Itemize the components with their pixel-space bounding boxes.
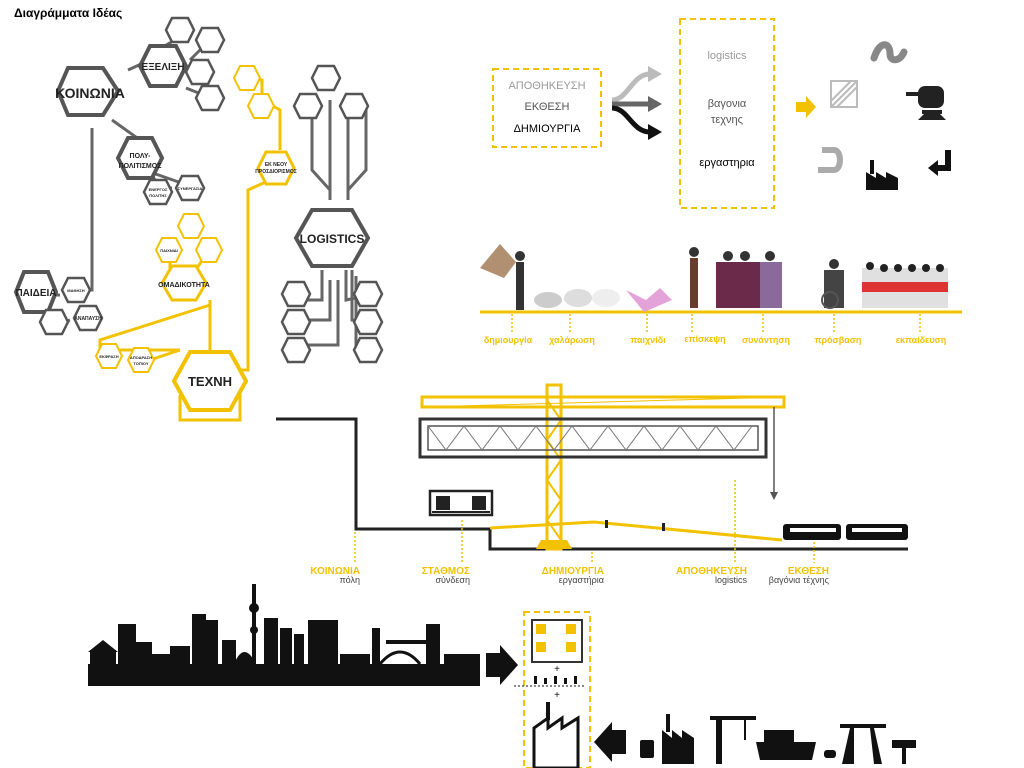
crate-icon [830,80,858,108]
return-arrowhead-icon [928,160,938,176]
factory-icon [866,160,898,190]
hex-exelixi [137,44,189,88]
label-apodrasi-2: ΤΟΠΙΟΥ [133,361,148,366]
section-diagram: ΚΟΙΝΩΝΙΑ ΣΤΑΘΜΟΣ ΔΗΜΙΟΥΡΓΙΑ ΑΠΟΘΗΚΕΥΣΗ Ε… [276,383,908,585]
left-process-box [492,68,602,148]
plus-sign-2: + [554,690,560,701]
activity-label-7: εκπαίδευση [896,335,947,345]
section-label-5-main: ΕΚΘΕΣΗ [788,566,829,577]
split-arrows [611,66,662,140]
section-label-4-main: ΑΠΟΘΗΚΕΥΣΗ [676,566,747,577]
right-process-box [679,18,775,209]
activity-label-1: δημιουργία [484,335,533,345]
label-ekfrasi: ΕΚΦΡΑΣΗ [99,354,118,359]
hex-ek-neou [256,150,296,186]
process-left-item-3: ΔΗΜΙΟΥΡΓΙΑ [514,123,582,135]
city-skyline [88,584,480,686]
hex-omadikotita [160,264,208,302]
label-polypolitismos-1: ΠΟΛΥ- [130,153,152,160]
yellow-arrow-icon [796,96,816,118]
label-paixnidi: ΠΑΙΧΝΙΔΙ [160,248,178,253]
small-grey-hexes [38,16,384,364]
section-label-5-sub: βαγόνια τέχνης [769,575,830,585]
section-label-4-sub: logistics [715,575,748,585]
slope-line [489,520,783,542]
label-energos-2: ΠΟΛΙΤΗΣ [149,193,167,198]
label-exelixi: ΕΞΕΛΙΞΗ [142,62,185,73]
label-paideia: ΠΑΙΔΕΙΑ [15,288,56,299]
yellow-hexes [94,65,296,412]
label-techni: ΤΕΧΝΗ [188,374,232,389]
process-right-item-4: εργαστηρια [699,157,755,169]
section-label-1-main: ΚΟΙΝΩΝΙΑ [310,566,360,577]
hex-paideia [13,270,59,314]
hex-polypolitismos [115,136,165,180]
people-silhouettes [480,244,948,312]
label-energos-1: ΕΝΕΡΓΟΣ [149,187,168,192]
label-polypolitismos-2: ΠΟΛΙΤΙΣΜΟΣ [119,163,162,170]
plus-sign-1: + [554,664,560,675]
program-stack: + + [514,611,591,768]
suspended-container [418,417,768,459]
industry-icons [640,714,916,764]
section-label-3-sub: εργαστήρια [559,575,604,585]
activities-strip: δημιουργία χαλάρωση παιχνίδι επίσκεψη συ… [480,244,962,345]
label-apodrasi-1: ΑΠΟΔΡΑΣΗ [130,355,152,360]
crane-icon [420,383,786,551]
process-diagram: ΑΠΟΘΗΚΕΥΣΗ ΕΚΘΕΣΗ ΔΗΜΙΟΥΡΓΙΑ logistics β… [492,18,951,209]
process-right-item-3: τεχνης [711,114,743,126]
section-label-1-sub: πόλη [339,575,360,585]
train-front-icon [906,86,946,120]
label-ek-neou-2: ΠΡΟΣΔΙΟΡΙΣΜΟΣ [255,169,297,175]
section-label-2-sub: σύνδεση [435,575,470,585]
train-icon [783,524,908,540]
label-omadikotita: ΟΜΑΔΙΚΟΤΗΤΑ [158,282,210,289]
station-icon [428,489,494,517]
return-arrow-grey-icon [818,147,843,173]
label-ek-neou-1: ΕΚ ΝΕΟΥ [265,162,288,168]
activity-label-4: επίσκεψη [684,334,725,344]
arrow-right-icon [486,645,518,685]
zigzag-arrow-icon [870,41,908,64]
return-arrow-black-icon [936,150,951,171]
label-synergasia: ΣΥΝΕΡΓΑΣΙΑ [178,186,203,191]
process-left-item-2: ΕΚΘΕΣΗ [525,101,570,113]
hex-techni [171,350,249,412]
label-logistics: LOGISTICS [300,232,365,246]
section-label-2-main: ΣΤΑΘΜΟΣ [422,566,470,577]
process-right-item-1: logistics [707,50,747,62]
activity-label-5: συνάντηση [742,335,790,345]
hex-concept-diagram: ΚΟΙΝΩΝΙΑ ΕΞΕΛΙΞΗ ΠΟΛΥ- ΠΟΛΙΤΙΣΜΟΣ ΠΑΙΔΕΙ… [13,16,384,422]
activity-label-6: πρόσβαση [815,335,862,345]
process-left-item-1: ΑΠΟΘΗΚΕΥΣΗ [508,80,585,92]
activity-label-2: χαλάρωση [549,335,595,345]
label-mathisi: ΜΑΘΗΣΗ [67,288,85,293]
label-anapausi: ΑΝΑΠΑΥΣΗ [74,316,102,322]
arrow-left-icon [594,722,626,762]
hex-logistics [293,208,371,268]
hex-koinonia [55,66,121,117]
section-label-3-main: ΔΗΜΙΟΥΡΓΙΑ [542,566,604,577]
small-people-icons [605,520,665,531]
activity-label-3: παιχνίδι [630,335,666,345]
label-koinonia: ΚΟΙΝΩΝΙΑ [55,85,125,101]
process-right-item-2: βαγονια [708,98,747,110]
page-title: Διαγράμματα Ιδέας [14,6,123,20]
